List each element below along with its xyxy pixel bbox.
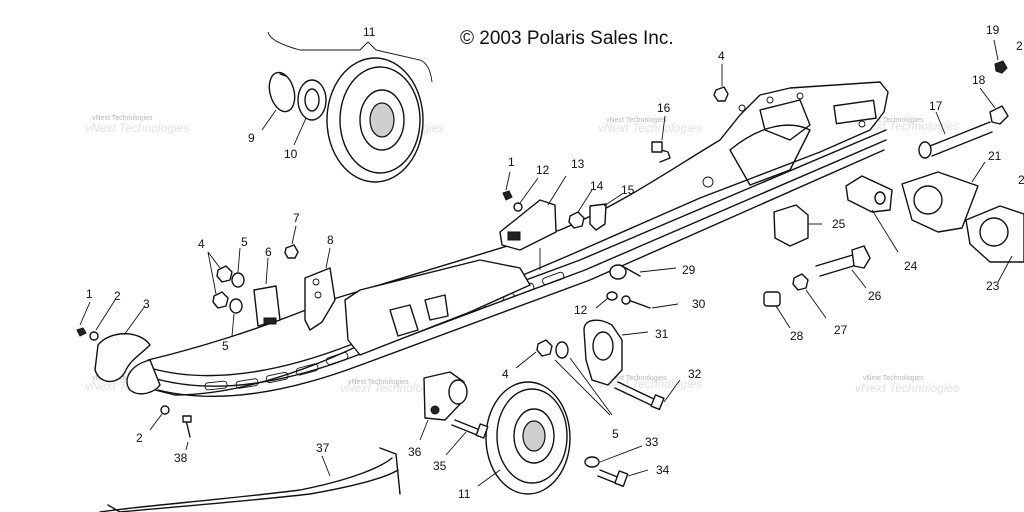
- copyright-notice: © 2003 Polaris Sales Inc.: [460, 28, 674, 49]
- callout-36: 36: [408, 445, 422, 459]
- callout-5: 5: [241, 235, 248, 249]
- callout-7: 7: [293, 211, 300, 225]
- callout-20: 2: [1016, 39, 1023, 53]
- watermark-text: vNext Technologies: [863, 375, 924, 382]
- callout-2: 2: [114, 289, 121, 303]
- hardware-lower: [515, 339, 613, 416]
- callout-13: 13: [571, 157, 585, 171]
- callout-8: 8: [327, 233, 334, 247]
- callout-38: 38: [174, 451, 188, 465]
- watermark-text: vNext Technologies: [348, 379, 409, 386]
- watermark-text: vNext Technologies: [606, 117, 667, 124]
- callout-4: 4: [718, 49, 725, 63]
- watermark-text: vNext Technologies: [340, 381, 444, 395]
- callout-12: 12: [574, 303, 588, 317]
- callout-30: 30: [692, 297, 706, 311]
- callout-15: 15: [621, 183, 635, 197]
- middle-hardware: [499, 171, 679, 309]
- callout-4: 4: [502, 367, 509, 381]
- callout-24: 24: [904, 259, 918, 273]
- callout-22: 2: [1018, 173, 1024, 187]
- callout-35: 35: [433, 459, 447, 473]
- callout-26: 26: [868, 289, 882, 303]
- callout-37: 37: [316, 441, 330, 455]
- callout-11: 11: [458, 487, 471, 501]
- callout-17: 17: [929, 99, 943, 113]
- callout-4: 4: [198, 237, 205, 251]
- callout-29: 29: [682, 263, 696, 277]
- callout-14: 14: [590, 179, 604, 193]
- wheel-lower: [477, 381, 571, 495]
- callouts: 11 9 10 4 16 17 18 19 2 21 2 23 24 25 26…: [86, 23, 1024, 501]
- callout-34: 34: [656, 463, 670, 477]
- callout-16: 16: [657, 101, 671, 115]
- callout-6: 6: [265, 245, 272, 259]
- callout-10: 10: [284, 147, 298, 161]
- callout-25: 25: [832, 217, 846, 231]
- bracket-36: [419, 371, 489, 456]
- callout-3: 3: [143, 297, 150, 311]
- callout-31: 31: [655, 327, 669, 341]
- watermark-text: vNext Technologies: [863, 117, 924, 124]
- watermark-text: vNext Technologies: [85, 121, 189, 135]
- callout-5: 5: [222, 339, 229, 353]
- callout-2: 2: [136, 431, 143, 445]
- slide-rail: [126, 81, 889, 398]
- watermark-text: vNext Technologies: [855, 119, 959, 133]
- callout-33: 33: [645, 435, 659, 449]
- watermark-text: vNext Technologies: [598, 121, 702, 135]
- callout-1: 1: [86, 287, 93, 301]
- callout-18: 18: [972, 73, 986, 87]
- callout-27: 27: [834, 323, 848, 337]
- callout-9: 9: [248, 131, 255, 145]
- rear-hardware: [651, 39, 1024, 329]
- watermark-text: vNext Technologies: [598, 377, 702, 391]
- callout-11: 11: [363, 25, 376, 39]
- wheel-upper: [261, 31, 433, 183]
- callout-28: 28: [790, 329, 804, 343]
- callout-12: 12: [536, 163, 550, 177]
- watermark-text: vNext Technologies: [855, 381, 959, 395]
- bracket-31: [583, 319, 681, 411]
- front-hardware: [76, 225, 336, 451]
- track-37: [99, 447, 401, 512]
- callout-5: 5: [612, 427, 619, 441]
- watermark-text: vNext Technologies: [606, 375, 667, 382]
- callout-19: 19: [986, 23, 1000, 37]
- watermark-text: vNext Technologies: [92, 375, 153, 382]
- callout-32: 32: [688, 367, 702, 381]
- callout-1: 1: [508, 155, 515, 169]
- bolt-34: [584, 445, 649, 487]
- watermark-text: vNext Technologies: [92, 115, 153, 122]
- callout-21: 21: [988, 149, 1002, 163]
- watermarks: vNext Technologies vNext Technologies vN…: [85, 115, 959, 395]
- callout-23: 23: [986, 279, 1000, 293]
